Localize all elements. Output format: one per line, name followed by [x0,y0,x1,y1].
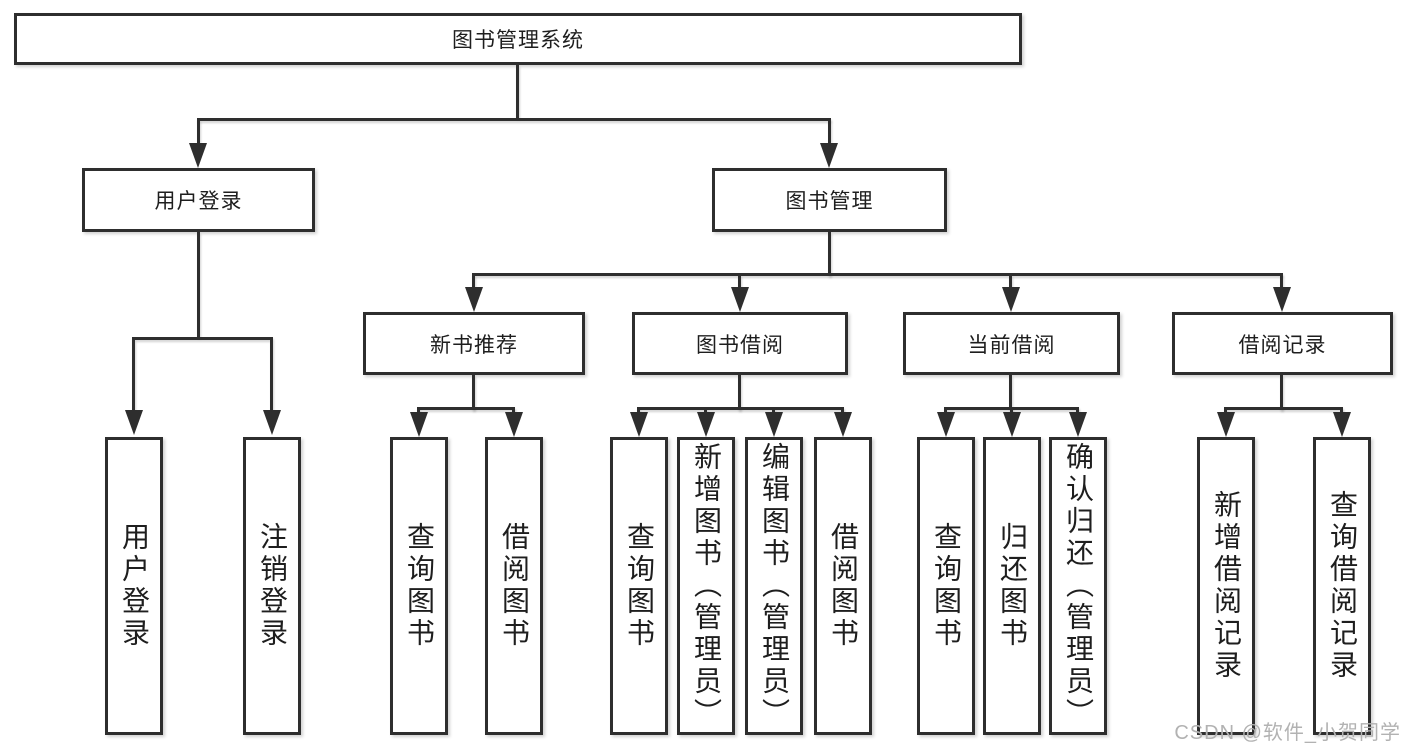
connector-line [197,120,200,145]
node-borrowing-records: 借阅记录 [1172,312,1393,375]
leaf-label: 用户登录 [119,522,150,650]
connector-line [738,375,741,410]
connector-line [828,232,831,276]
leaf-label: 查询图书 [624,522,655,650]
leaf-label: 编辑图书（管理员） [759,442,790,730]
leaf-query-books-recommend: 查询图书 [390,437,448,735]
leaf-borrow-books-recommend: 借阅图书 [485,437,543,735]
connector-line [1009,375,1012,410]
arrow-down-icon [937,412,955,437]
node-current-borrowing: 当前借阅 [903,312,1120,375]
arrow-down-icon [505,412,523,437]
connector-line [472,273,1283,276]
arrow-down-icon [820,143,838,168]
node-label: 当前借阅 [967,333,1056,357]
connector-line [1280,275,1283,289]
arrow-down-icon [1217,412,1235,437]
leaf-label: 确认归还（管理员） [1063,442,1094,730]
arrow-down-icon [1069,412,1087,437]
arrow-down-icon [1333,412,1351,437]
connector-line [1280,375,1283,410]
leaf-label: 查询图书 [404,522,435,650]
arrow-down-icon [189,143,207,168]
leaf-label: 查询图书 [931,522,962,650]
connector-line [270,340,273,410]
leaf-return-books: 归还图书 [983,437,1041,735]
leaf-query-books-borrowing: 查询图书 [610,437,668,735]
connector-line [472,275,475,289]
arrow-down-icon [765,412,783,437]
connector-line [1224,407,1343,410]
leaf-logout: 注销登录 [243,437,301,735]
connector-line [1009,275,1012,289]
connector-line [637,407,844,410]
arrow-down-icon [731,287,749,312]
leaf-query-borrow-record: 查询借阅记录 [1313,437,1371,735]
connector-line [132,337,273,340]
leaf-borrow-books-borrowing: 借阅图书 [814,437,872,735]
arrow-down-icon [834,412,852,437]
node-label: 图书管理 [785,190,874,213]
leaf-label: 注销登录 [257,522,288,650]
node-label: 新书推荐 [430,333,518,357]
leaf-add-books-admin: 新增图书（管理员） [677,437,735,735]
connector-line [197,232,200,337]
leaf-label: 归还图书 [997,522,1028,650]
connector-line [417,407,515,410]
connector-line [738,275,741,289]
node-label: 图书管理系统 [452,29,584,52]
node-user-login: 用户登录 [82,168,315,232]
arrow-down-icon [1003,412,1021,437]
arrow-down-icon [1002,287,1020,312]
leaf-label: 新增借阅记录 [1211,490,1242,682]
connector-line [516,65,519,118]
arrow-down-icon [630,412,648,437]
csdn-watermark: CSDN @软件_小贺同学 [1174,722,1401,744]
connector-line [132,340,135,410]
arrow-down-icon [263,410,281,435]
node-label: 用户登录 [154,190,243,213]
arrow-down-icon [410,412,428,437]
connector-line [828,120,831,145]
arrow-down-icon [465,287,483,312]
node-label: 图书借阅 [696,333,784,357]
leaf-label: 借阅图书 [499,522,530,650]
connector-line [944,407,1079,410]
connector-line [197,118,831,121]
node-library-system: 图书管理系统 [14,13,1022,65]
leaf-label: 新增图书（管理员） [691,442,722,730]
leaf-confirm-return-admin: 确认归还（管理员） [1049,437,1107,735]
leaf-label: 借阅图书 [828,522,859,650]
node-new-book-recommend: 新书推荐 [363,312,585,375]
leaf-query-books-current: 查询图书 [917,437,975,735]
connector-line [472,375,475,410]
leaf-edit-books-admin: 编辑图书（管理员） [745,437,803,735]
leaf-add-borrow-record: 新增借阅记录 [1197,437,1255,735]
node-label: 借阅记录 [1238,333,1327,357]
leaf-label: 查询借阅记录 [1327,490,1358,682]
node-book-management: 图书管理 [712,168,947,232]
arrow-down-icon [697,412,715,437]
arrow-down-icon [125,410,143,435]
node-book-borrowing: 图书借阅 [632,312,848,375]
arrow-down-icon [1273,287,1291,312]
leaf-user-login: 用户登录 [105,437,163,735]
